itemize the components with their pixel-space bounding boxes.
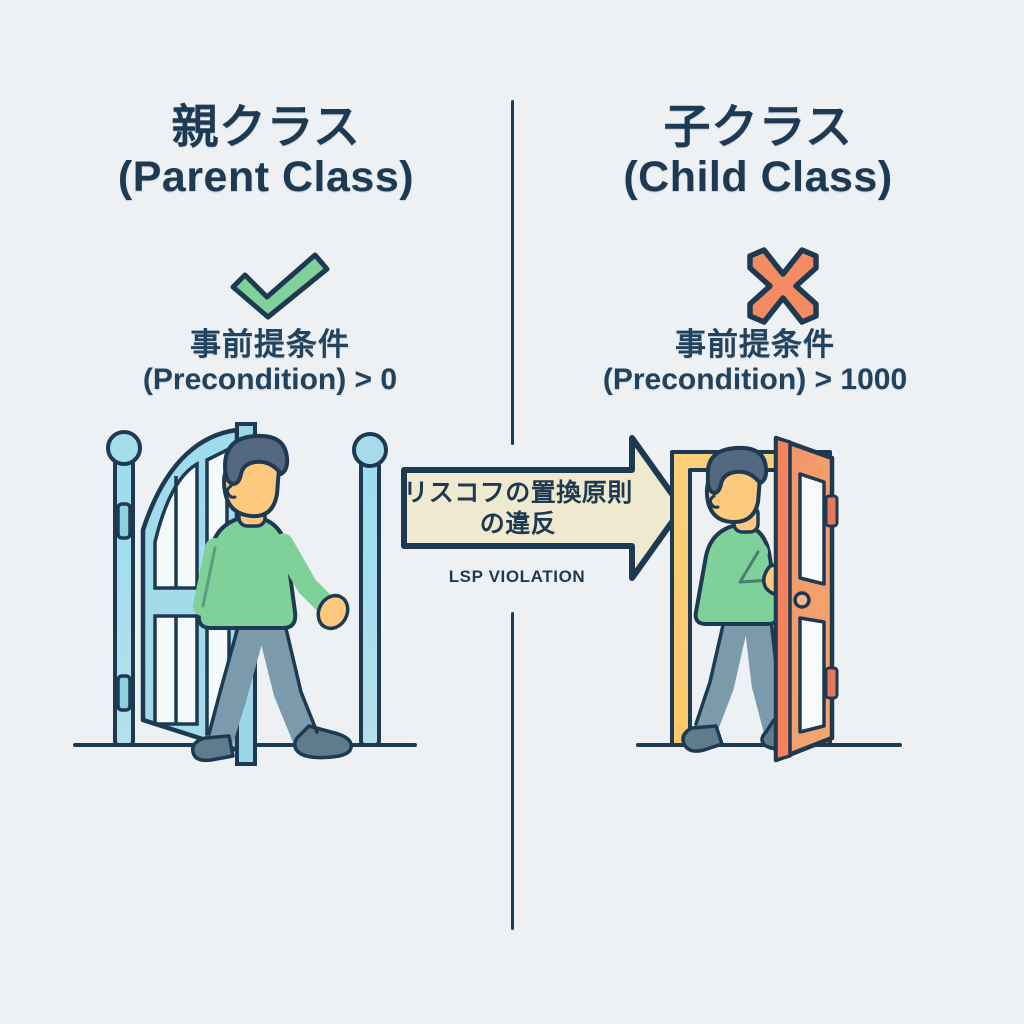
person-squeezing-through [681,445,813,753]
arrow-label-jp-line2: の違反 [479,510,557,539]
child-class-title-en: (Child Class) [623,153,893,202]
parent-class-illustration [55,420,435,780]
parent-precondition: 事前提条件 (Precondition) > 0 [40,327,500,398]
gate-hinge-post [106,430,142,747]
parent-class-title: 親クラス (Parent Class) [36,100,496,202]
check-mark-icon [225,247,335,327]
parent-class-title-jp: 親クラス [171,100,361,153]
parent-precondition-en: (Precondition) > 0 [142,362,398,396]
arrow-label-japanese: リスコフの置換原則 の違反 [398,478,638,541]
door-leaf-nearly-closed [773,435,839,763]
parent-precondition-jp: 事前提条件 [190,327,350,362]
person-walking-through [191,433,353,763]
cross-mark-icon [728,246,838,326]
center-divider-top [511,100,514,445]
parent-class-title-en: (Parent Class) [117,153,415,202]
gate-latch-post [352,432,388,747]
child-precondition: 事前提条件 (Precondition) > 1000 [525,327,985,398]
center-divider-bottom [511,612,514,930]
lsp-violation-arrow [398,432,688,592]
child-precondition-en: (Precondition) > 1000 [602,362,908,396]
child-class-illustration [630,420,930,780]
child-precondition-jp: 事前提条件 [675,327,835,362]
child-class-title-jp: 子クラス [663,100,853,153]
arrow-label-english: LSP VIOLATION [448,567,586,586]
child-class-title: 子クラス (Child Class) [528,100,988,202]
arrow-label-jp-line1: リスコフの置換原則 [403,479,633,507]
